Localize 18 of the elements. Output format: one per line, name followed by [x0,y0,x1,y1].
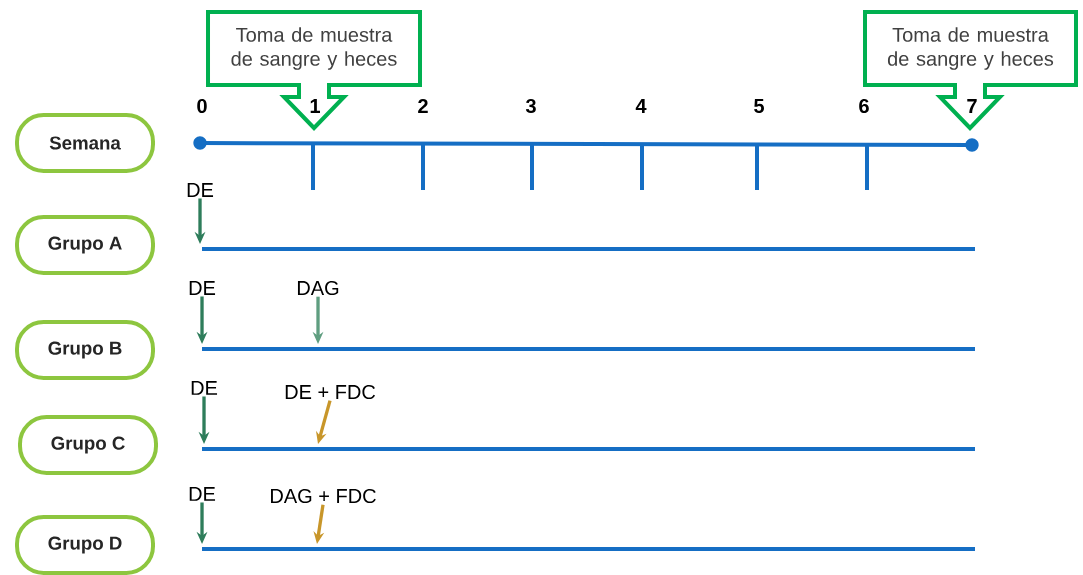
treatment-label: DE + FDC [285,384,376,400]
week-number: 4 [635,99,647,113]
pill-label: Grupo A [15,215,155,275]
week-number: 0 [197,98,207,114]
pill-label: Grupo B [15,320,155,380]
treatment-label: DAG + FDC [271,488,376,504]
week-number: 5 [754,99,764,113]
pill-label: Grupo D [15,515,155,575]
treatment-label: DE [189,487,216,501]
week-number: 3 [525,98,536,114]
treatment-label: DE [191,381,218,395]
treatment-label: DE [189,281,216,295]
treatment-label: DAG [297,280,339,296]
week-number: 1 [310,99,320,113]
pill-label: Semana [15,113,155,173]
pill-label: Grupo C [18,415,158,475]
week-number: 7 [967,99,977,113]
treatment-label: DE [187,183,214,197]
